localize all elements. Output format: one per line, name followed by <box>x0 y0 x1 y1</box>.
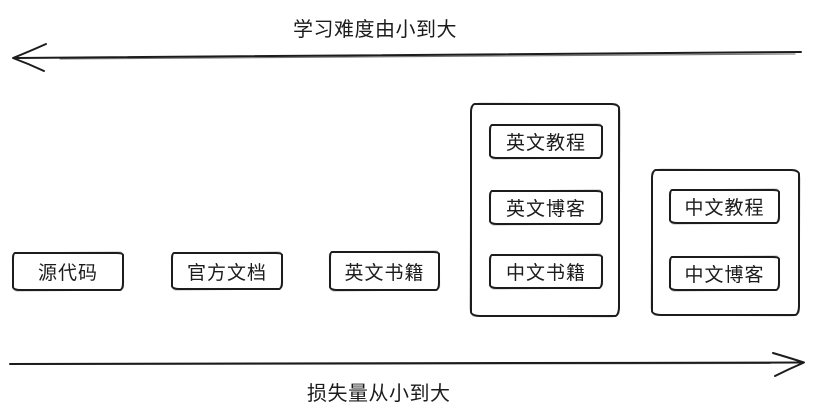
node-label: 源代码 <box>37 263 98 284</box>
bottom-axis-arrow-right-icon <box>9 352 805 377</box>
node-label: 官方文档 <box>186 262 267 284</box>
node-label: 中文博客 <box>684 265 765 286</box>
node-label: 英文博客 <box>505 199 586 220</box>
node-english-tutorials: 英文教程 <box>489 124 603 159</box>
node-chinese-books: 中文书籍 <box>489 254 603 289</box>
top-axis-label: 学习难度由小到大 <box>293 19 457 41</box>
node-english-books: 英文书籍 <box>329 251 440 291</box>
node-chinese-blogs: 中文博客 <box>669 256 780 291</box>
top-axis-arrow-left-icon <box>12 43 802 72</box>
group-english-resources: 英文教程 英文博客 中文书籍 <box>470 103 620 317</box>
node-official-docs: 官方文档 <box>171 252 283 290</box>
bottom-axis-label: 损失量从小到大 <box>307 383 451 405</box>
node-source-code: 源代码 <box>12 252 124 291</box>
group-chinese-resources: 中文教程 中文博客 <box>651 169 800 316</box>
node-label: 英文教程 <box>505 133 586 154</box>
node-english-blogs: 英文博客 <box>489 190 603 225</box>
node-label: 中文书籍 <box>505 263 586 284</box>
node-label: 中文教程 <box>684 198 765 219</box>
node-chinese-tutorials: 中文教程 <box>669 189 780 224</box>
node-label: 英文书籍 <box>344 262 425 284</box>
